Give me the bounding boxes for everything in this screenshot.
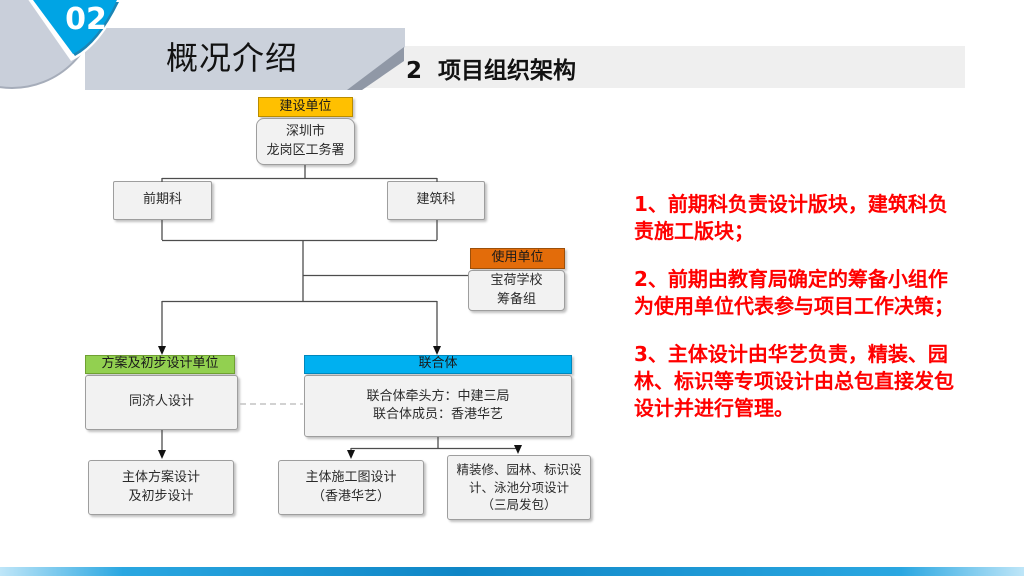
node-preliminary-dept: 前期科 [113, 181, 212, 220]
note-item-1: 1、前期科负责设计版块，建筑科负 责施工版块； [634, 192, 948, 243]
section-title: 概况介绍 [165, 39, 298, 77]
footer-accent-bar [0, 567, 1024, 576]
node-design-unit: 同济人设计 [85, 375, 238, 430]
node-owner-unit: 深圳市 龙岗区工务署 [256, 118, 355, 165]
note-item-3: 3、主体设计由华艺负责，精装、园 林、标识等专项设计由总包直接发包 设计并进行管… [634, 342, 954, 420]
page-heading: 2 项目组织架构 [406, 58, 577, 84]
arrowheads [158, 346, 522, 459]
node-owner-unit-header: 建设单位 [258, 97, 353, 117]
node-working-drawing-design: 主体施工图设计 （香港华艺） [278, 460, 424, 515]
ribbon-fold-shape [347, 47, 404, 90]
section-badge-wedge [33, 0, 117, 54]
notes-panel: 1、前期科负责设计版块，建筑科负 责施工版块； 2、前期由教育局确定的筹备小组作… [634, 191, 1014, 443]
node-consortium: 联合体牵头方：中建三局 联合体成员：香港华艺 [304, 375, 572, 437]
node-user-unit: 宝荷学校 筹备组 [468, 270, 565, 311]
note-item-2: 2、前期由教育局确定的筹备小组作 为使用单位代表参与项目工作决策； [634, 267, 954, 318]
node-construction-dept: 建筑科 [387, 181, 485, 220]
node-design-unit-header: 方案及初步设计单位 [85, 355, 235, 374]
node-scheme-design: 主体方案设计 及初步设计 [88, 460, 234, 515]
node-specialty-design: 精装修、园林、标识设 计、泳池分项设计 （三局发包） [447, 455, 591, 520]
title-ribbon-shape [85, 28, 405, 90]
section-number: 02 [65, 2, 107, 37]
node-consortium-header: 联合体 [304, 355, 572, 374]
header-decoration [0, 0, 965, 90]
node-user-unit-header: 使用单位 [470, 248, 565, 269]
